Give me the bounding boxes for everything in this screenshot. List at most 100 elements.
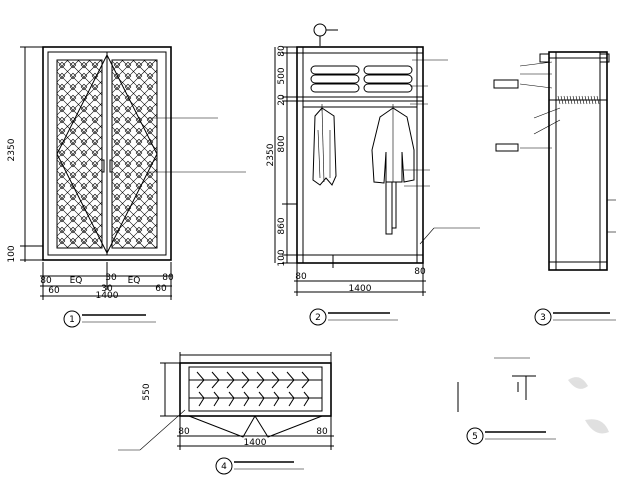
front-height-label: 2350 [7,138,17,161]
plan-inner-frame [188,366,323,412]
detail-view: 5 [457,357,556,445]
lattice-line [112,190,157,237]
lattice-line [287,60,475,248]
lattice-diamond [80,193,88,201]
lattice-diamond [124,182,132,190]
lattice-line [57,80,102,127]
lattice-line [221,60,409,248]
right-handle [109,159,113,173]
lattice-diamond [58,83,66,91]
lattice-line [57,181,102,228]
lattice-line [57,203,102,248]
lattice-diamond [58,171,66,179]
lattice-line [57,192,102,239]
section-top-block [539,53,550,63]
lattice-diamond [135,226,143,234]
plan-hanger-lower [228,391,235,407]
lattice-diamond [113,127,121,135]
lattice-line [221,60,409,248]
lattice-diamond [69,237,77,245]
lattice-diamond [80,116,88,124]
lattice-diamond [124,83,132,91]
lattice-line [57,60,102,105]
plan-dim-right: 80 [316,427,328,437]
lattice-line [287,60,475,248]
lattice-diamond [135,94,143,102]
lattice-diamond [69,83,77,91]
lattice-diamond [69,171,77,179]
lattice-diamond [113,193,121,201]
lattice-diamond [58,204,66,212]
lattice-diamond [135,83,143,91]
lattice-diamond [91,171,99,179]
lattice-line [112,179,157,226]
lattice-line [66,60,102,96]
lattice-diamond [80,237,88,245]
interior-elevation: 80 500 20 800 2350 860 100 80 80 1400 2 [266,23,480,326]
lattice-diamond [113,204,121,212]
plan-door-swing-left [188,415,256,438]
lattice-line [112,71,157,118]
plan-hanger-lower [213,391,220,407]
lattice-diamond [124,105,132,113]
lattice-line [112,60,157,107]
front-dim-eq-right: EQ [128,276,141,286]
lattice-diamond [135,204,143,212]
lattice-diamond [91,160,99,168]
lattice-diamond [135,72,143,80]
front-base-label: 100 [7,245,17,262]
lattice-diamond [146,182,154,190]
lattice-diamond [146,127,154,135]
section-marker-circle [313,23,327,37]
lattice-diamond [80,127,88,135]
lattice-line [57,82,102,129]
callout-number-1: 1 [69,315,75,325]
plan-hanger-lower [303,391,310,407]
lattice-diamond [135,61,143,69]
lattice-diamond [69,204,77,212]
callout-number-4: 4 [221,462,227,472]
lattice-line [112,201,157,248]
left-handle [101,159,105,173]
lattice-diamond [135,149,143,157]
section-leader-3 [519,83,553,89]
lattice-diamond [69,226,77,234]
lattice-diamond [113,160,121,168]
lattice-diamond [80,83,88,91]
lattice-diamond [113,138,121,146]
plan-hangers [196,371,310,407]
lattice-line [57,170,102,217]
lattice-line [132,223,157,248]
trouser-leg-left [385,181,393,235]
interior-dim-hang: 800 [277,135,287,152]
lattice-diamond [124,127,132,135]
lattice-line [57,148,102,195]
plan-view: 550 80 80 1400 4 [118,352,334,475]
section-outer-frame [548,51,608,271]
lattice-line [143,60,157,74]
plan-hanger [256,371,265,389]
lattice-line [112,146,157,193]
lattice-line [112,203,157,248]
lattice-diamond [146,237,154,245]
hanging-shirt-left [312,107,337,186]
lattice-diamond [91,61,99,69]
lattice-line [309,60,497,248]
lattice-diamond [58,149,66,157]
lattice-line [276,60,464,248]
front-dim-center-a: 30 [105,273,117,283]
lattice-line [112,82,157,129]
lattice-diamond [58,226,66,234]
lattice-line [166,60,354,248]
lattice-diamond [124,138,132,146]
interior-dim-top: 80 [277,45,287,57]
lattice-diamond [135,127,143,135]
lattice-diamond [135,193,143,201]
plan-dim-width: 1400 [244,438,267,448]
lattice-diamond [80,160,88,168]
lattice-diamond [80,149,88,157]
door-swing-right [106,54,158,254]
interior-dim-lower: 860 [277,217,287,234]
lattice-diamond [91,116,99,124]
lattice-line [57,124,102,171]
